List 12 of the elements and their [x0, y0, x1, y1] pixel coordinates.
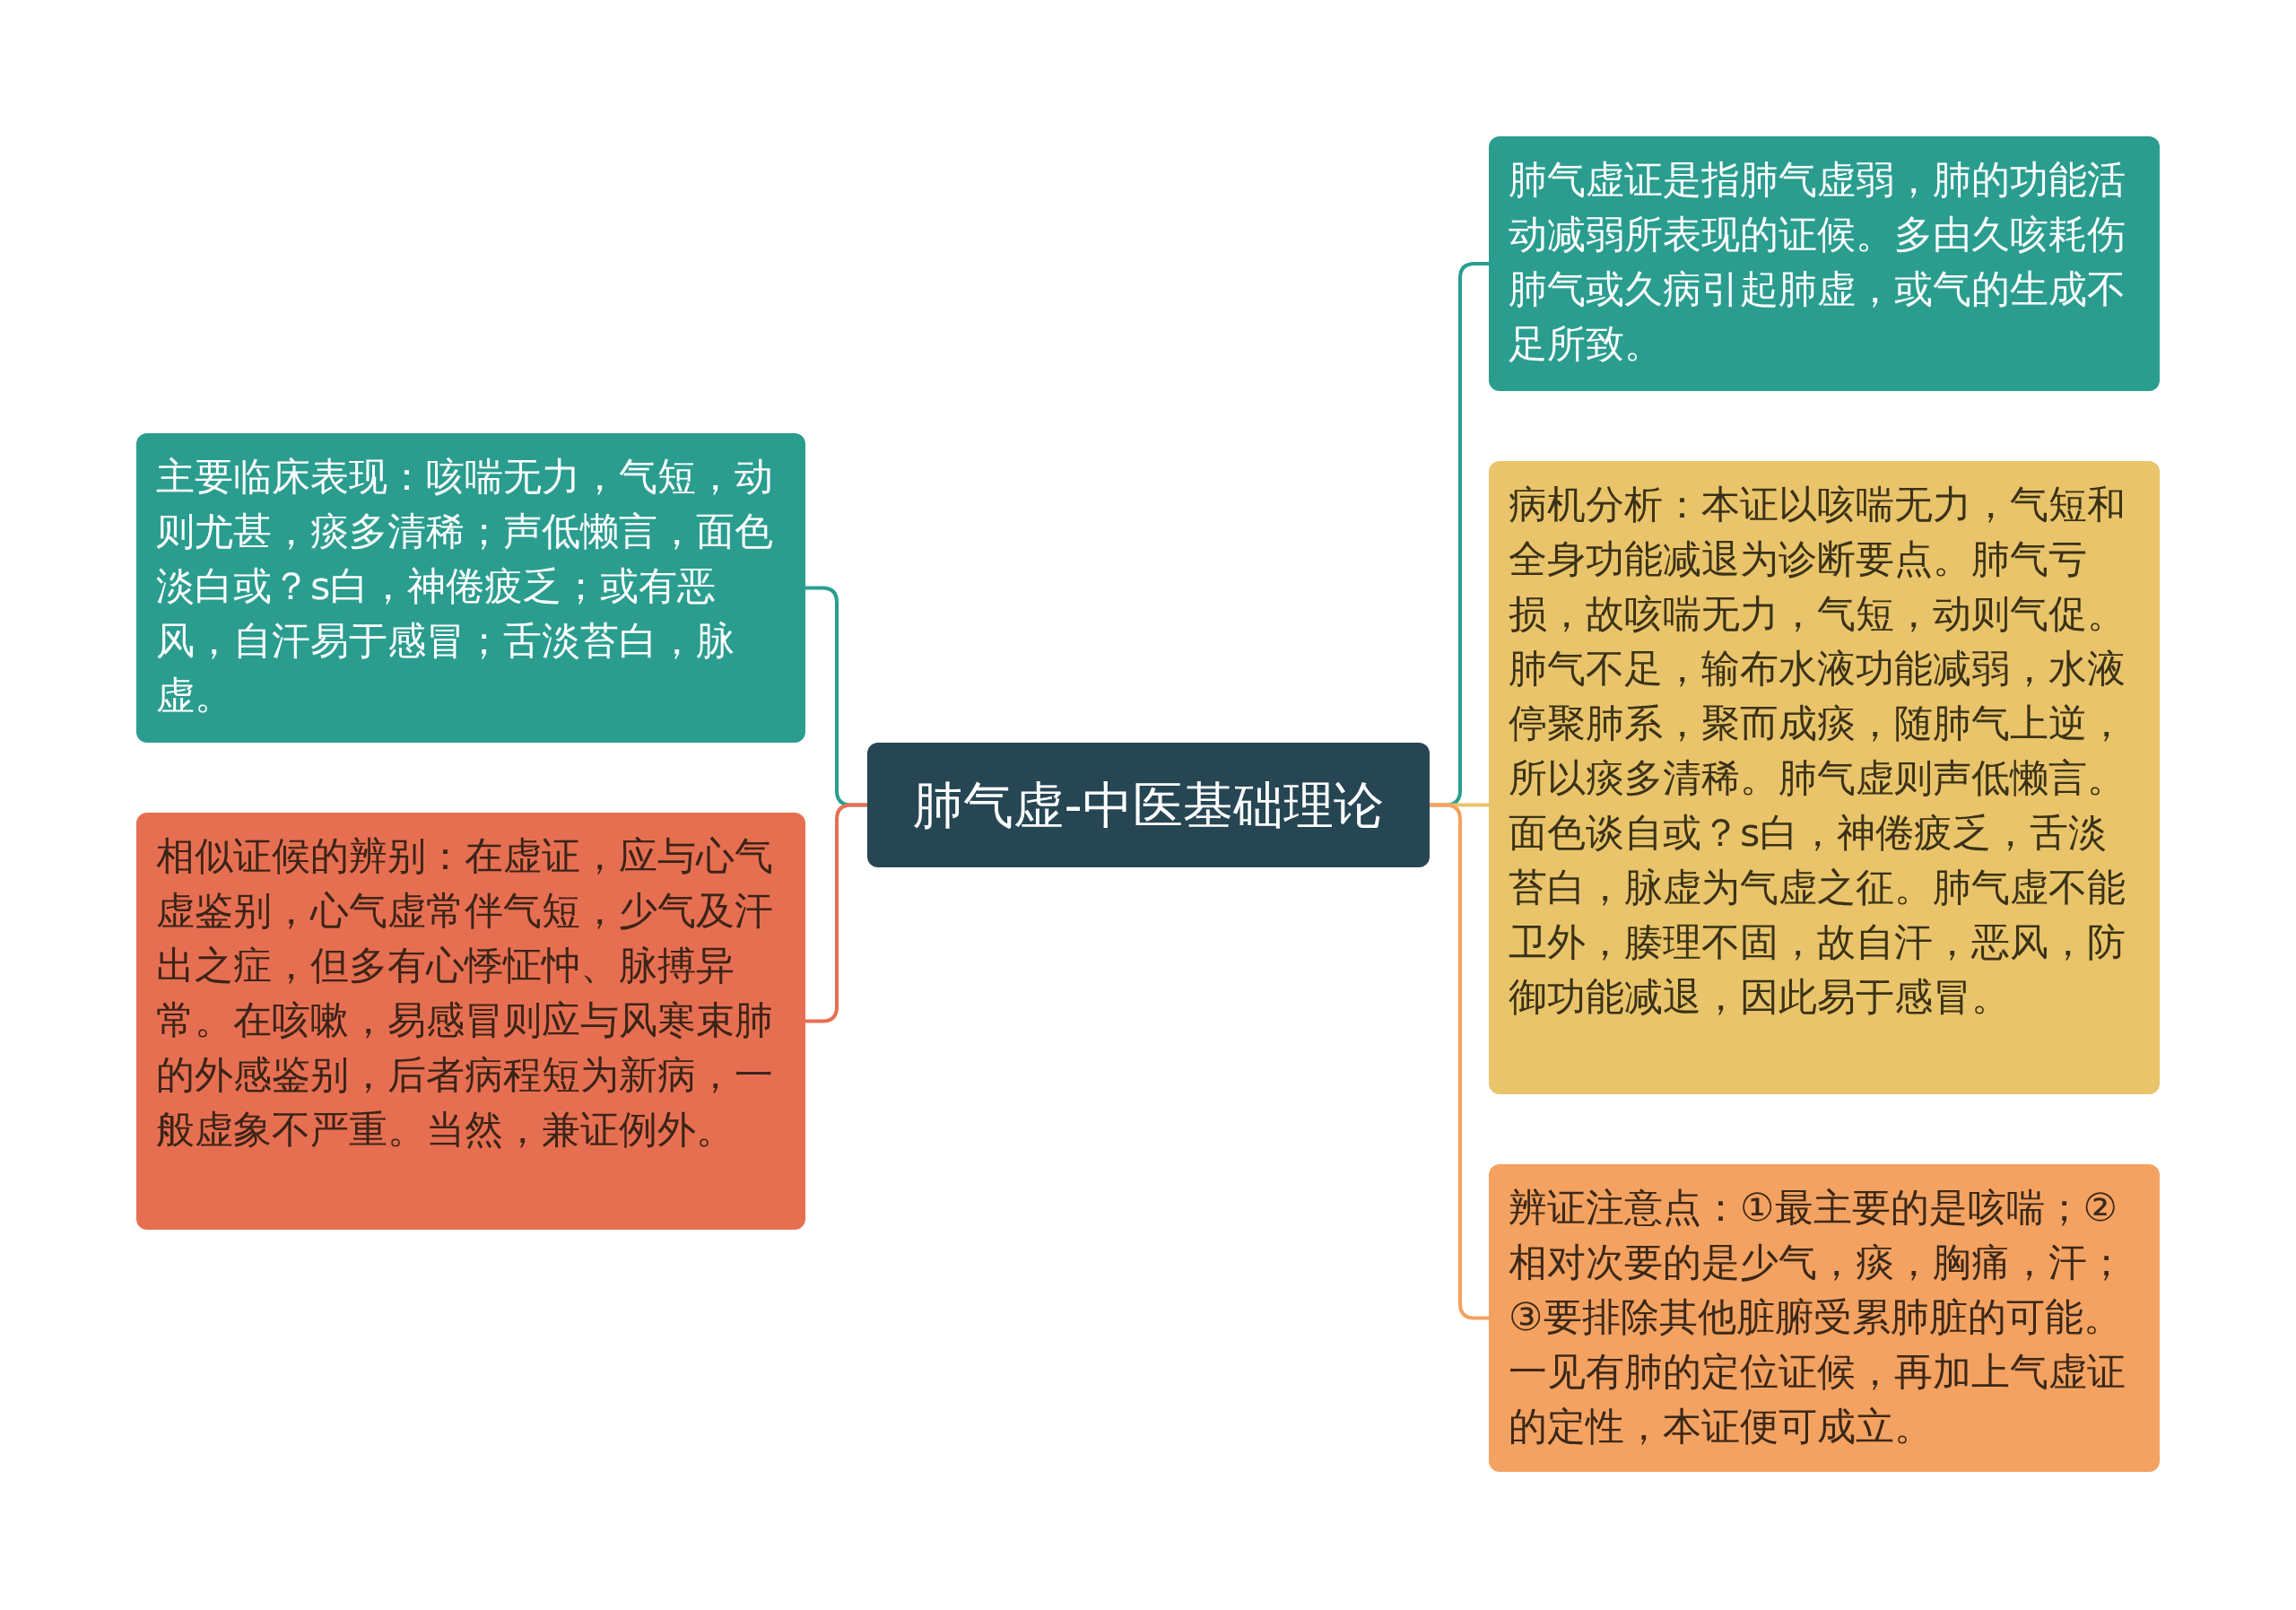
note-box [1489, 136, 2160, 391]
note-box [136, 813, 805, 1230]
note-text: 相似证候的辨别：在虚证，应与心气虚鉴别，心气虚常伴气短，少气及汗出之症，但多有心悸怔忡、脉搏异常。在咳嗽，易感冒则应与风寒束肺的外感鉴别，后者病程短为新病，一般虚象不严重。当然，兼证例外。 [156, 832, 774, 1153]
note-text: 病机分析：本证以咳喘无力，气短和全身功能减退为诊断要点。肺气亏损，故咳喘无力，气短，动则气促。肺气不足，输布水液功能减弱，水液停聚肺系，聚而成痰，随肺气上逆，所以痰多清稀。肺气虚则声低懒言。面色谈自或？s白，神倦疲乏，舌淡苔白，脉虚为气虚之征。肺气虚不能卫外，腠理不固，故自汗，恶风，防御功能减退，因此易于感冒。 [1509, 481, 2126, 1021]
note-box [1489, 1164, 2160, 1472]
topic-box [867, 743, 1430, 867]
note-text: 肺气虚证是指肺气虚弱，肺的功能活动减弱所表现的证候。多由久咳耗伤肺气或久病引起肺虚，或气的生成不足所致。 [1509, 156, 2126, 368]
note-text: 主要临床表现：咳喘无力，气短，动则尤甚，痰多清稀；声低懒言，面色淡白或？s白，神倦疲乏；或有恶风，自汗易于感冒；舌淡苔白，脉虚。 [156, 453, 774, 719]
note-box [1489, 461, 2160, 1094]
note-text: 辨证注意点：①最主要的是咳喘；②相对次要的是少气，痰，胸痛，汗；③要排除其他脏腑受累肺脏的可能。一见有肺的定位证候，再加上气虚证的定性，本证便可成立。 [1509, 1184, 2126, 1450]
note-box [136, 433, 805, 743]
topic-title: 肺气虚-中医基础理论 [913, 774, 1384, 836]
